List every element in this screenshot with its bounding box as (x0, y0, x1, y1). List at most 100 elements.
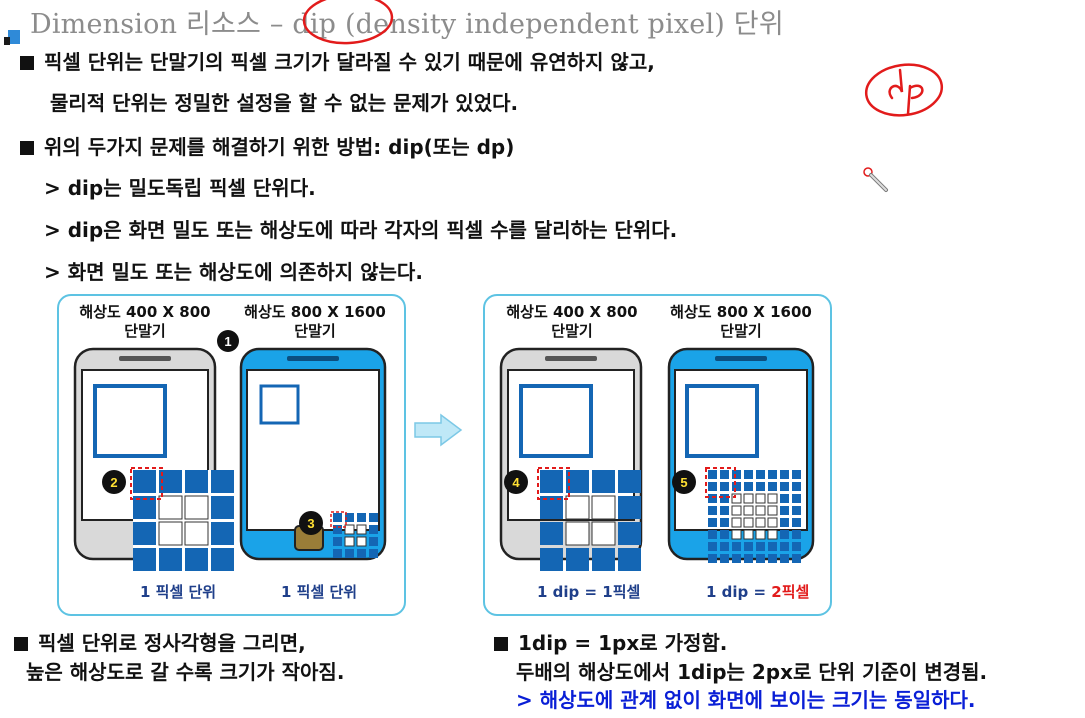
pixel-cell (592, 470, 615, 493)
pixel-cell (357, 549, 366, 558)
pixel-cell (211, 522, 234, 545)
pixel-cell (756, 482, 765, 491)
right-footer1: 1 dip = 1픽셀 (537, 583, 641, 601)
badge-5: 5 (680, 475, 687, 490)
solution-heading: 위의 두가지 문제를 해결하기 위한 방법: dip(또는 dp) (20, 131, 514, 160)
bottom-right-line3: > 해상도에 관계 없이 화면에 보이는 크기는 동일하다. (516, 688, 976, 712)
pixel-cell (708, 530, 717, 539)
pixel-cell (540, 548, 563, 571)
pixel-cell (565, 495, 590, 520)
right-big-pixel-grid (540, 470, 641, 571)
badge-1: 1 (224, 334, 231, 349)
pixel-cell (356, 536, 367, 547)
pixel-cell (333, 513, 342, 522)
pixel-cell (344, 536, 355, 547)
left-footer2: 1 픽셀 단위 (281, 583, 358, 601)
pixel-cell (591, 495, 616, 520)
pixel-cell (767, 529, 778, 540)
bottom-left-line1: 픽셀 단위로 정사각형을 그리면, (14, 627, 306, 656)
left-footer1: 1 픽셀 단위 (140, 583, 217, 601)
pixel-cell (755, 505, 766, 516)
pixel-cell (158, 521, 183, 546)
pixel-cell (566, 548, 589, 571)
pixel-cell (732, 470, 741, 479)
left-small-pixel-grid (333, 513, 378, 558)
pixel-cell (708, 542, 717, 551)
pixel-cell (720, 518, 729, 527)
pixel-cell (755, 529, 766, 540)
pixel-cell (768, 482, 777, 491)
title-marker (8, 30, 20, 44)
pixel-cell (767, 493, 778, 504)
pixel-cell (565, 521, 590, 546)
pixel-cell (369, 537, 378, 546)
pixel-cell (780, 482, 789, 491)
pixel-cell (357, 513, 366, 522)
pixel-cell (732, 482, 741, 491)
pixel-cell (158, 495, 183, 520)
pixel-cell (708, 470, 717, 479)
page-title: Dimension 리소스 – dip (density independent… (30, 9, 784, 40)
pixel-cell (768, 470, 777, 479)
pixel-cell (792, 542, 801, 551)
pixel-cell (133, 522, 156, 545)
pixel-cell (345, 549, 354, 558)
pixel-cell (720, 530, 729, 539)
pixel-cell (780, 518, 789, 527)
pixel-cell (345, 513, 354, 522)
badge-2: 2 (110, 475, 117, 490)
bullet-icon (20, 56, 34, 70)
pixel-cell (780, 530, 789, 539)
pixel-cell (708, 506, 717, 515)
pixel-cell (185, 548, 208, 571)
pixel-cell (333, 525, 342, 534)
pixel-cell (618, 522, 641, 545)
pixel-cell (720, 470, 729, 479)
pixel-cell (768, 554, 777, 563)
left-phones-illustration: 1 2 3 (73, 330, 387, 574)
pixel-cell (744, 470, 753, 479)
pixel-cell (618, 496, 641, 519)
pixel-cell (743, 493, 754, 504)
pixel-cell (732, 554, 741, 563)
pixel-cell (756, 554, 765, 563)
pixel-cell (767, 517, 778, 528)
pixel-cell (333, 549, 342, 558)
pixel-cell (780, 470, 789, 479)
pixel-cell (592, 548, 615, 571)
bullet-icon (494, 637, 508, 651)
pixel-cell (159, 470, 182, 493)
pixel-cell (184, 495, 209, 520)
pixel-cell (780, 554, 789, 563)
pixel-cell (618, 548, 641, 571)
pixel-cell (743, 529, 754, 540)
pixel-cell (720, 554, 729, 563)
pixel-cell (591, 521, 616, 546)
pixel-cell (743, 517, 754, 528)
pixel-cell (743, 505, 754, 516)
pixel-cell (756, 542, 765, 551)
intro-line1: 픽셀 단위는 단말기의 픽셀 크기가 달라질 수 있기 때문에 유연하지 않고, (20, 46, 655, 75)
bottom-right-line1: 1dip = 1px로 가정함. (494, 627, 727, 656)
pixel-cell (344, 524, 355, 535)
pixel-cell (780, 506, 789, 515)
bottom-right-line2: 두배의 해상도에서 1dip는 2px로 단위 기준이 변경됨. (516, 660, 988, 684)
pixel-cell (780, 494, 789, 503)
solution-point-3: > 화면 밀도 또는 해상도에 의존하지 않는다. (44, 260, 423, 284)
pixel-cell (732, 542, 741, 551)
pixel-cell (708, 554, 717, 563)
pixel-cell (755, 493, 766, 504)
cursor-icon (863, 167, 888, 192)
pixel-cell (211, 470, 234, 493)
pixel-cell (211, 496, 234, 519)
pixel-cell (211, 548, 234, 571)
pixel-cell (792, 554, 801, 563)
pixel-cell (792, 494, 801, 503)
intro-line2: 물리적 단위는 정밀한 설정을 할 수 없는 문제가 있었다. (50, 91, 519, 115)
pixel-cell (720, 506, 729, 515)
pixel-cell (708, 518, 717, 527)
badge-3: 3 (307, 516, 314, 531)
